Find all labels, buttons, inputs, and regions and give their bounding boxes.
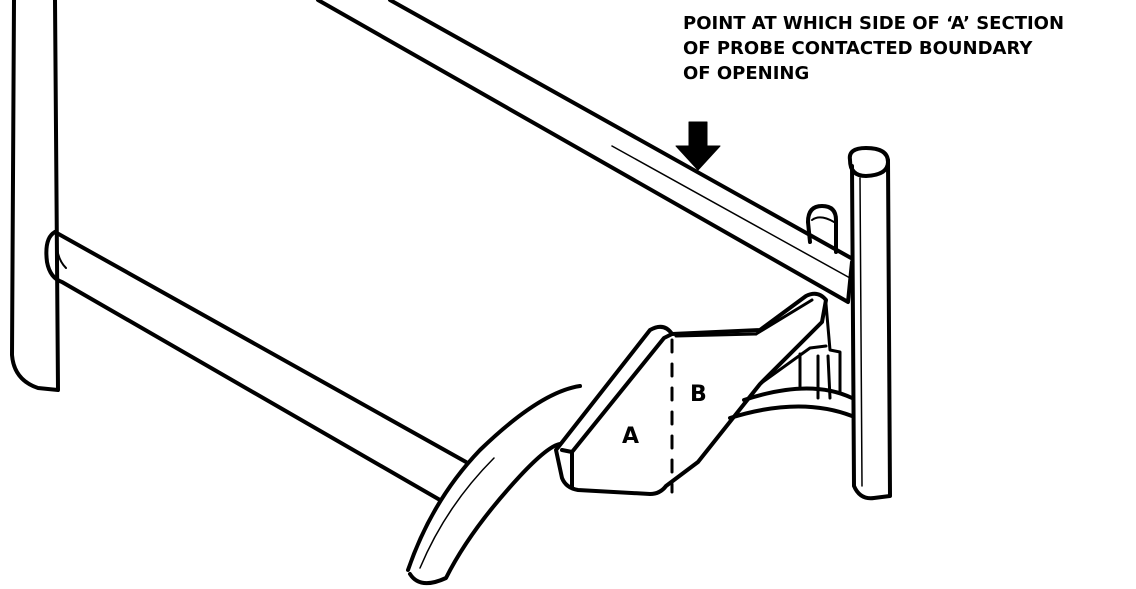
callout-line-1: POINT AT WHICH SIDE OF ‘A’ SECTION	[683, 13, 1065, 34]
section-b-label: B	[690, 382, 707, 407]
callout-text: POINT AT WHICH SIDE OF ‘A’ SECTION OF PR…	[683, 11, 1123, 86]
down-arrow-icon	[675, 121, 721, 171]
probe	[554, 291, 842, 496]
callout-line-3: OF OPENING	[683, 63, 810, 84]
left-post	[10, 0, 60, 392]
top-rail	[316, 0, 854, 304]
rear-post	[806, 204, 838, 400]
callout-line-2: OF PROBE CONTACTED BOUNDARY	[683, 38, 1033, 59]
section-a-label: A	[622, 424, 640, 449]
floor-curve-rail	[406, 384, 854, 586]
lower-rail	[44, 230, 468, 502]
right-post	[847, 146, 892, 501]
